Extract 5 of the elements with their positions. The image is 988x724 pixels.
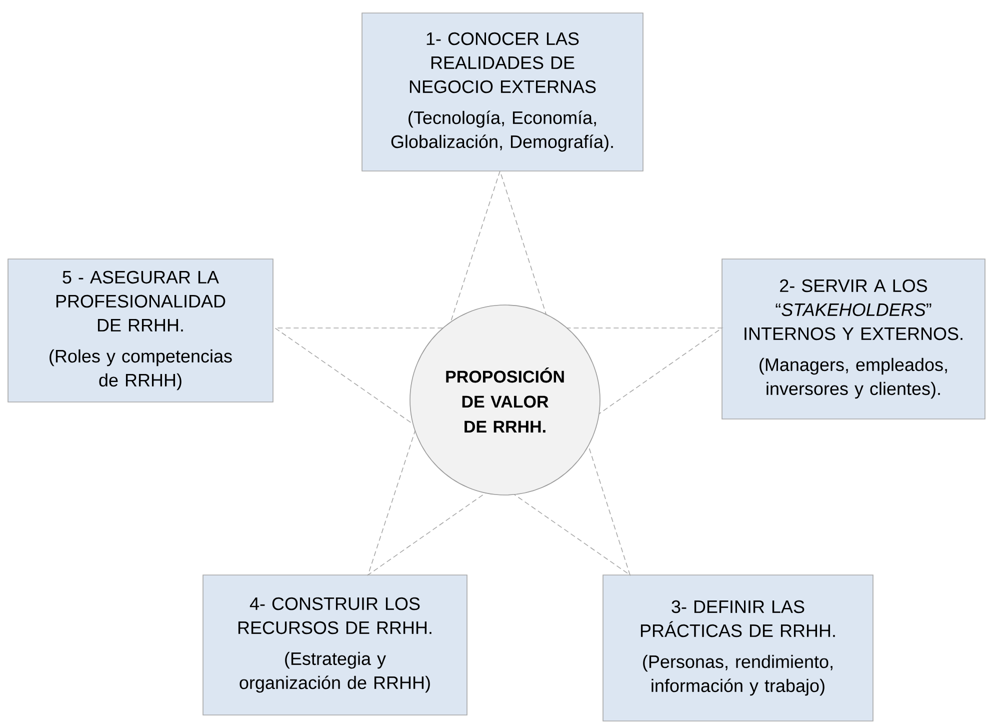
text-box: 5 - ASEGURAR LA PROFESIONALIDAD DE RRHH. (Roles y competencias de RRHH)	[8, 258, 274, 402]
text-box: 4- CONSTRUIR LOS RECURSOS DE RRHH. (Estrategia y organización de RRHH)	[202, 574, 468, 716]
text-box: 2- SERVIR A LOS “STAKEHOLDERS” INTERNOS Y EXTERNOS. (Managers, empleados, inversores y clientes).	[722, 258, 986, 420]
text-box: 3- DEFINIR LAS PRÁCTICAS DE RRHH. (Personas, rendimiento, información y trabajo)	[602, 574, 874, 722]
text-box: 1- CONOCER LAS REALIDADES DE NEGOCIO EXTERNAS (Tecnología, Economía, Globalización, Demografía).	[362, 12, 644, 172]
